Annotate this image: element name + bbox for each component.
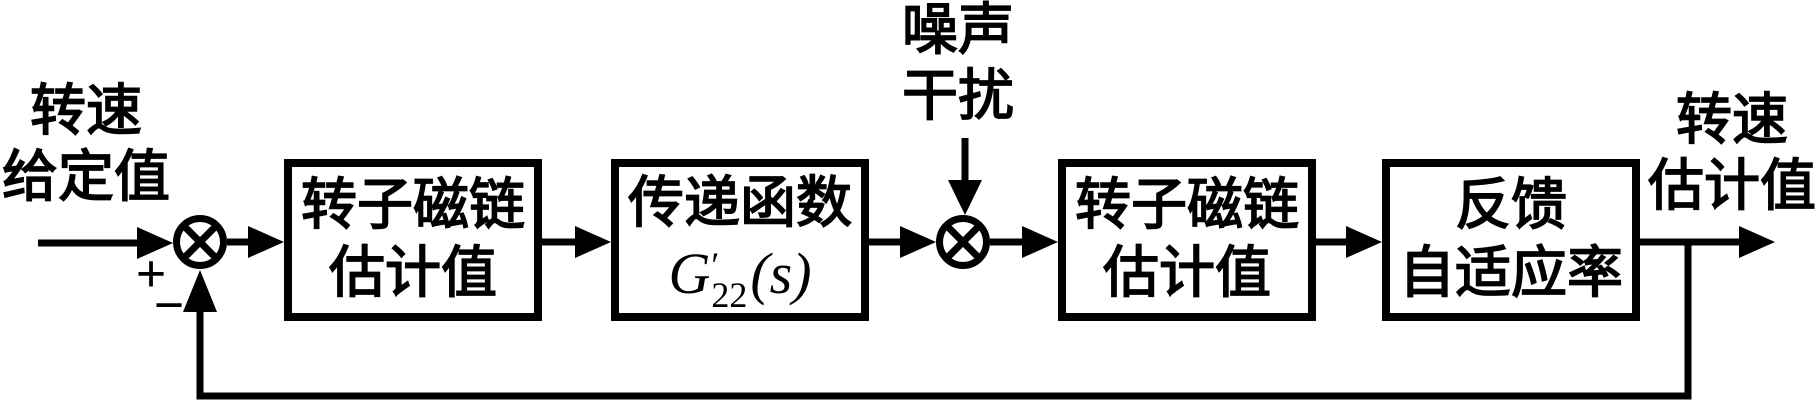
block-rotor-flux-estimate-2-line1: 转子磁链 [1075, 175, 1299, 237]
noise-label: 噪声 干扰 [880, 0, 1036, 130]
formula-supsub: ′22 [711, 245, 748, 315]
block-feedback-adaptive-law: 反馈 自适应率 [1382, 159, 1640, 321]
block-transfer-function-line1: 传递函数 [628, 173, 852, 235]
block-rotor-flux-estimate-1: 转子磁链 估计值 [284, 159, 542, 321]
formula-base: G [668, 241, 711, 306]
noise-label-line1: 噪声 [902, 0, 1014, 62]
input-label-line1: 转速 [30, 81, 142, 143]
block-transfer-function: 传递函数 G′22(s) [611, 159, 869, 321]
arrow-block2-to-junction2 [869, 226, 936, 258]
block-rotor-flux-estimate-1-line2: 估计值 [329, 243, 497, 305]
feedback-path [183, 242, 1692, 400]
input-label: 转速 给定值 [0, 79, 172, 211]
summing-junction-2-symbol [936, 215, 990, 269]
formula-prime: ′ [711, 245, 720, 285]
plus-sign: + [135, 244, 167, 304]
formula-argument: (s) [750, 241, 812, 306]
input-arrow [38, 227, 173, 259]
block-rotor-flux-estimate-2: 转子磁链 估计值 [1058, 159, 1316, 321]
minus-sign: − [153, 275, 185, 335]
block-rotor-flux-estimate-1-line1: 转子磁链 [301, 175, 525, 237]
block-feedback-adaptive-law-line1: 反馈 [1455, 175, 1567, 237]
arrow-junction1-to-block1 [227, 226, 284, 258]
summing-junction-1-symbol [173, 215, 227, 269]
arrow-block1-to-block2 [542, 226, 611, 258]
block-rotor-flux-estimate-2-line2: 估计值 [1103, 243, 1271, 305]
arrow-junction2-to-block3 [990, 226, 1058, 258]
block-feedback-adaptive-law-line2: 自适应率 [1399, 243, 1623, 305]
output-arrow [1640, 226, 1775, 258]
formula-subscript: 22 [711, 275, 748, 315]
output-label-line2: 估计值 [1648, 156, 1816, 218]
output-label-line1: 转速 [1676, 90, 1788, 152]
arrow-block3-to-block4 [1316, 226, 1382, 258]
input-label-line2: 给定值 [2, 147, 170, 209]
output-label: 转速 估计值 [1644, 88, 1819, 220]
noise-label-line2: 干扰 [902, 66, 1014, 128]
transfer-function-formula: G′22(s) [668, 238, 812, 315]
noise-arrow [948, 138, 982, 215]
